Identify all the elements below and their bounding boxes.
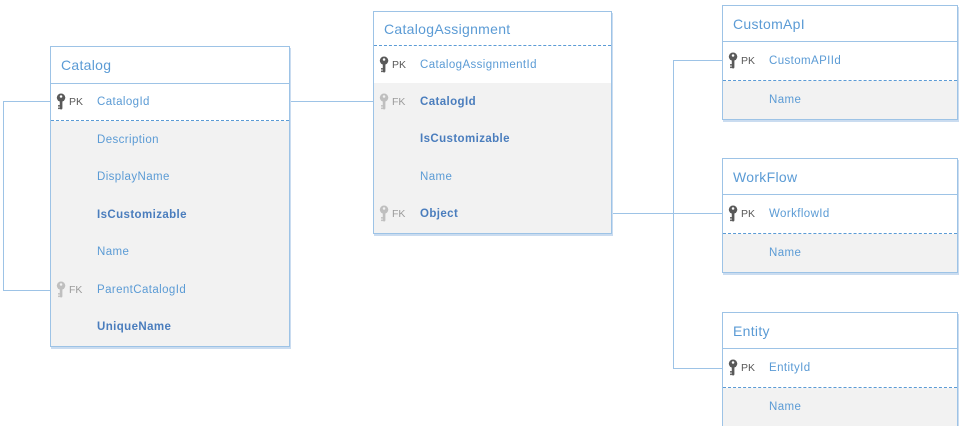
table-row[interactable]: IsCustomizable bbox=[51, 196, 289, 234]
table-row[interactable]: PK CatalogAssignmentId bbox=[374, 46, 611, 83]
key-section-divider bbox=[723, 233, 957, 234]
attribute-name: Name bbox=[420, 170, 453, 183]
relationship-object-branch bbox=[612, 213, 673, 214]
relationship-catalog-catalogassignment bbox=[290, 101, 373, 102]
attribute-section: Description DisplayName IsCustomizable N… bbox=[51, 121, 289, 346]
attribute-section: Name bbox=[723, 81, 957, 119]
foreign-key-icon bbox=[379, 93, 389, 110]
relationship-fork-customapi-entity bbox=[673, 60, 723, 369]
header-divider bbox=[374, 45, 611, 46]
attribute-name: CustomAPIId bbox=[769, 55, 842, 67]
attribute-name: IsCustomizable bbox=[420, 133, 510, 146]
table-row[interactable]: PK CatalogId bbox=[51, 84, 289, 120]
attribute-name: ParentCatalogId bbox=[97, 283, 187, 296]
attribute-name: Name bbox=[769, 247, 802, 259]
table-row[interactable]: FK CatalogId bbox=[374, 83, 611, 121]
table-row[interactable]: FK ParentCatalogId bbox=[51, 271, 289, 309]
table-row[interactable]: DisplayName bbox=[51, 159, 289, 197]
entity-table-workflow[interactable]: WorkFlow PK WorkflowId Name bbox=[722, 158, 958, 273]
attribute-name: Name bbox=[769, 401, 802, 413]
key-label: PK bbox=[392, 58, 407, 71]
table-title[interactable]: WorkFlow bbox=[733, 168, 798, 185]
key-cell: PK bbox=[728, 359, 769, 377]
table-row[interactable]: Name bbox=[723, 81, 957, 119]
attribute-name: Name bbox=[769, 94, 802, 106]
key-label: PK bbox=[741, 362, 756, 374]
table-row[interactable]: PK CustomAPIId bbox=[723, 42, 957, 80]
entity-table-catalogassignment[interactable]: CatalogAssignment PK CatalogAssignmentId… bbox=[373, 11, 612, 234]
foreign-key-icon bbox=[56, 281, 66, 298]
primary-key-icon bbox=[728, 52, 738, 69]
header-divider bbox=[51, 83, 289, 84]
table-row[interactable]: Description bbox=[51, 121, 289, 159]
key-label: FK bbox=[392, 208, 406, 221]
primary-key-icon bbox=[728, 205, 738, 222]
key-section-divider bbox=[723, 387, 957, 388]
table-title[interactable]: CustomApI bbox=[733, 15, 805, 32]
relationship-branch-workflow bbox=[673, 213, 722, 214]
table-row[interactable]: Name bbox=[723, 388, 957, 426]
table-row[interactable]: Name bbox=[374, 158, 611, 196]
table-row[interactable]: FK Object bbox=[374, 196, 611, 234]
primary-key-icon bbox=[728, 359, 738, 376]
attribute-name: Name bbox=[97, 246, 130, 259]
table-title[interactable]: CatalogAssignment bbox=[384, 20, 511, 37]
table-row[interactable]: UniqueName bbox=[51, 309, 289, 347]
relationship-catalog-self-loop bbox=[3, 101, 51, 291]
entity-table-catalog[interactable]: Catalog PK CatalogId Description Display… bbox=[50, 46, 290, 347]
attribute-name: UniqueName bbox=[97, 321, 172, 334]
table-row[interactable]: PK WorkflowId bbox=[723, 195, 957, 233]
foreign-key-icon bbox=[379, 205, 389, 222]
attribute-section: Name bbox=[723, 234, 957, 272]
key-cell: PK bbox=[728, 52, 769, 70]
key-label: FK bbox=[392, 95, 406, 108]
table-row[interactable]: PK EntityId bbox=[723, 349, 957, 387]
attribute-name: IsCustomizable bbox=[97, 208, 187, 221]
attribute-name: Object bbox=[420, 208, 459, 221]
attribute-name: DisplayName bbox=[97, 171, 170, 184]
primary-key-icon bbox=[56, 93, 66, 110]
primary-key-icon bbox=[379, 55, 389, 72]
table-title[interactable]: Catalog bbox=[61, 57, 112, 73]
header-divider bbox=[723, 194, 957, 195]
attribute-section: FK CatalogId IsCustomizable Name FK Obje… bbox=[374, 83, 611, 233]
attribute-name: EntityId bbox=[769, 362, 811, 374]
table-title[interactable]: Entity bbox=[733, 322, 770, 339]
key-section-divider bbox=[51, 120, 289, 121]
attribute-name: CatalogId bbox=[420, 95, 476, 108]
key-cell: FK bbox=[379, 205, 420, 223]
key-label: FK bbox=[69, 283, 83, 296]
key-label: PK bbox=[69, 96, 84, 108]
table-row[interactable]: IsCustomizable bbox=[374, 121, 611, 159]
key-label: PK bbox=[741, 55, 756, 67]
key-cell: PK bbox=[56, 93, 97, 111]
attribute-name: Description bbox=[97, 133, 159, 146]
table-row[interactable]: Name bbox=[51, 234, 289, 272]
key-cell: PK bbox=[379, 55, 420, 74]
key-cell: FK bbox=[56, 281, 97, 299]
header-divider bbox=[723, 348, 957, 349]
entity-table-entity[interactable]: Entity PK EntityId Name bbox=[722, 312, 958, 426]
key-cell: FK bbox=[379, 93, 420, 111]
header-divider bbox=[723, 41, 957, 42]
table-row[interactable]: Name bbox=[723, 234, 957, 272]
attribute-name: CatalogId bbox=[97, 96, 150, 108]
key-cell: PK bbox=[728, 205, 769, 223]
attribute-section: Name bbox=[723, 388, 957, 426]
attribute-name: WorkflowId bbox=[769, 208, 830, 220]
attribute-name: CatalogAssignmentId bbox=[420, 58, 537, 71]
entity-table-customapi[interactable]: CustomApI PK CustomAPIId Name bbox=[722, 5, 958, 120]
key-label: PK bbox=[741, 208, 756, 220]
key-section-divider bbox=[723, 80, 957, 81]
